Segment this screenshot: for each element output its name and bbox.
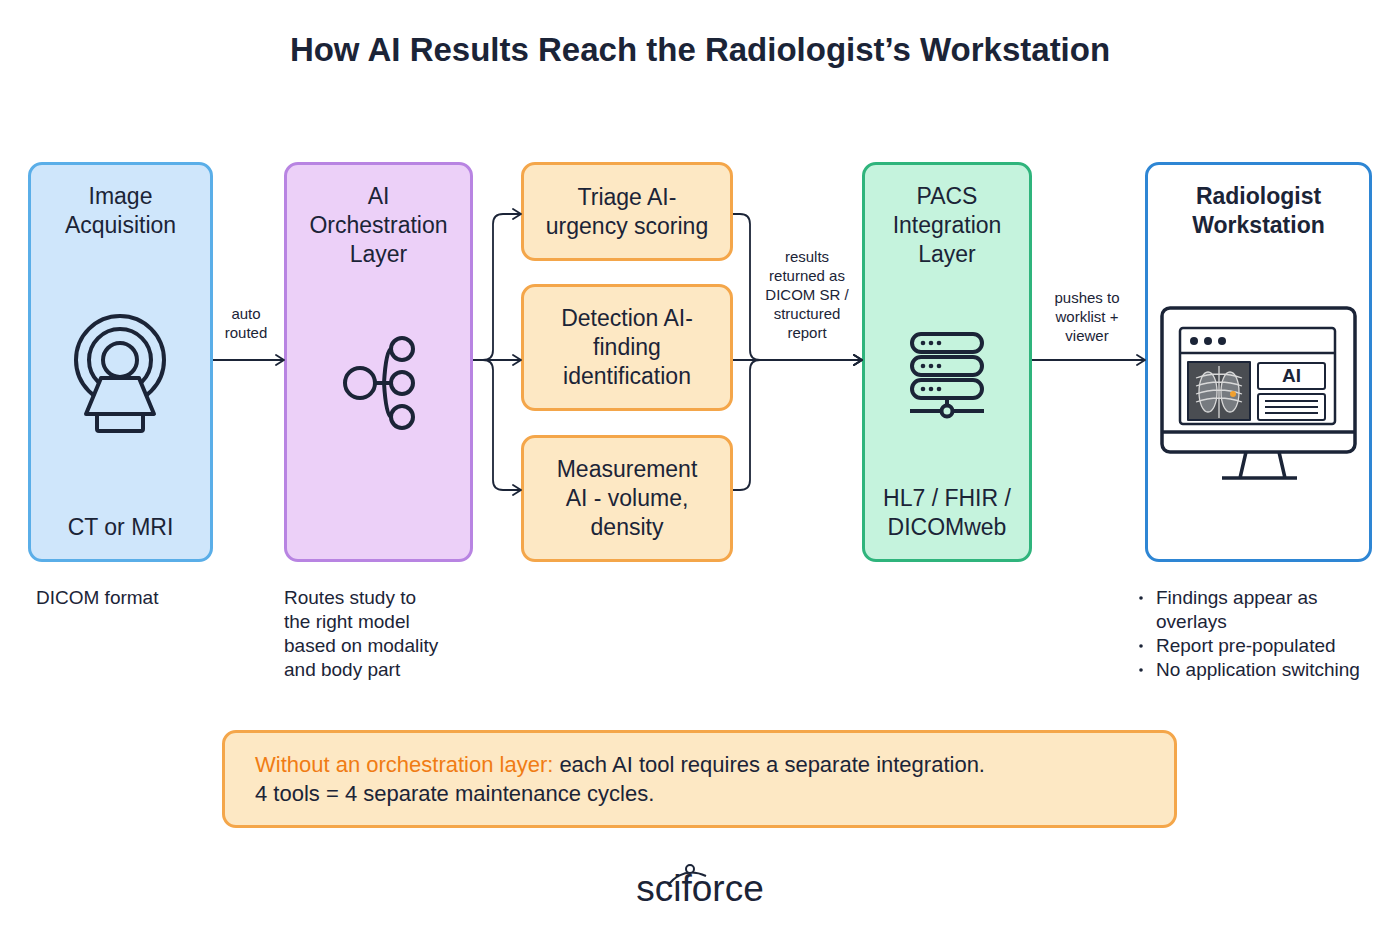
connector-arrow [473, 359, 521, 361]
format-note: DICOM format [36, 586, 256, 610]
note-heading: Without an orchestration layer: [255, 752, 553, 777]
note-box: Without an orchestration layer:each AI t… [222, 730, 1177, 828]
connector-arrow [1032, 359, 1145, 361]
orchestration-note: Routes study to the right model based on… [284, 586, 444, 682]
pacs-box: PACS Integration LayerHL7 / FHIR / DICOM… [862, 162, 1032, 562]
connector-arrow [473, 214, 521, 360]
brand-logo: sciforce [550, 868, 850, 910]
screen-ai-tag: AI [1258, 363, 1325, 389]
box-subtitle: HL7 / FHIR / DICOMweb [877, 484, 1017, 542]
diagram-title: How AI Results Reach the Radiologist’s W… [0, 28, 1400, 72]
model-box: Triage AI- urgency scoring [521, 162, 733, 261]
connector-label: results returned as DICOM SR / structure… [758, 247, 856, 342]
connector-arrow [473, 360, 521, 490]
connector-arrow [213, 359, 284, 361]
note-text: Without an orchestration layer:each AI t… [255, 750, 1154, 808]
box-title: Triage AI- urgency scoring [535, 183, 720, 241]
bullet-item: No application switching [1156, 658, 1371, 682]
workstation-box: Radiologist Workstation [1145, 162, 1372, 562]
orchestration-box: AI Orchestration Layer [284, 162, 473, 562]
box-title: PACS Integration Layer [877, 182, 1017, 269]
box-title: AI Orchestration Layer [296, 182, 461, 269]
acquisition-box: Image Acquisition CT or MRI [28, 162, 213, 562]
box-title: Radiologist Workstation [1164, 182, 1354, 240]
box-subtitle: CT or MRI [41, 513, 201, 542]
box-title: Measurement AI - volume, density [547, 455, 707, 542]
connector-arrow [733, 360, 862, 490]
box-title: Image Acquisition [46, 182, 196, 240]
connector-label: auto routed [215, 304, 277, 342]
model-box: Measurement AI - volume, density [521, 435, 733, 562]
model-box: Detection AI- finding identification [521, 284, 733, 411]
bullet-item: Report pre-populated [1156, 634, 1371, 658]
connector-label: pushes to worklist + viewer [1041, 288, 1133, 345]
note-body: each AI tool requires a separate integra… [559, 752, 985, 777]
bullet-dots [1139, 596, 1143, 672]
connector-arrow [733, 214, 862, 360]
connector-arrow [733, 359, 862, 361]
bullet-item: Findings appear as overlays [1156, 586, 1371, 634]
box-title: Detection AI- finding identification [535, 304, 720, 391]
note-body: 4 tools = 4 separate maintenance cycles. [255, 779, 1154, 808]
